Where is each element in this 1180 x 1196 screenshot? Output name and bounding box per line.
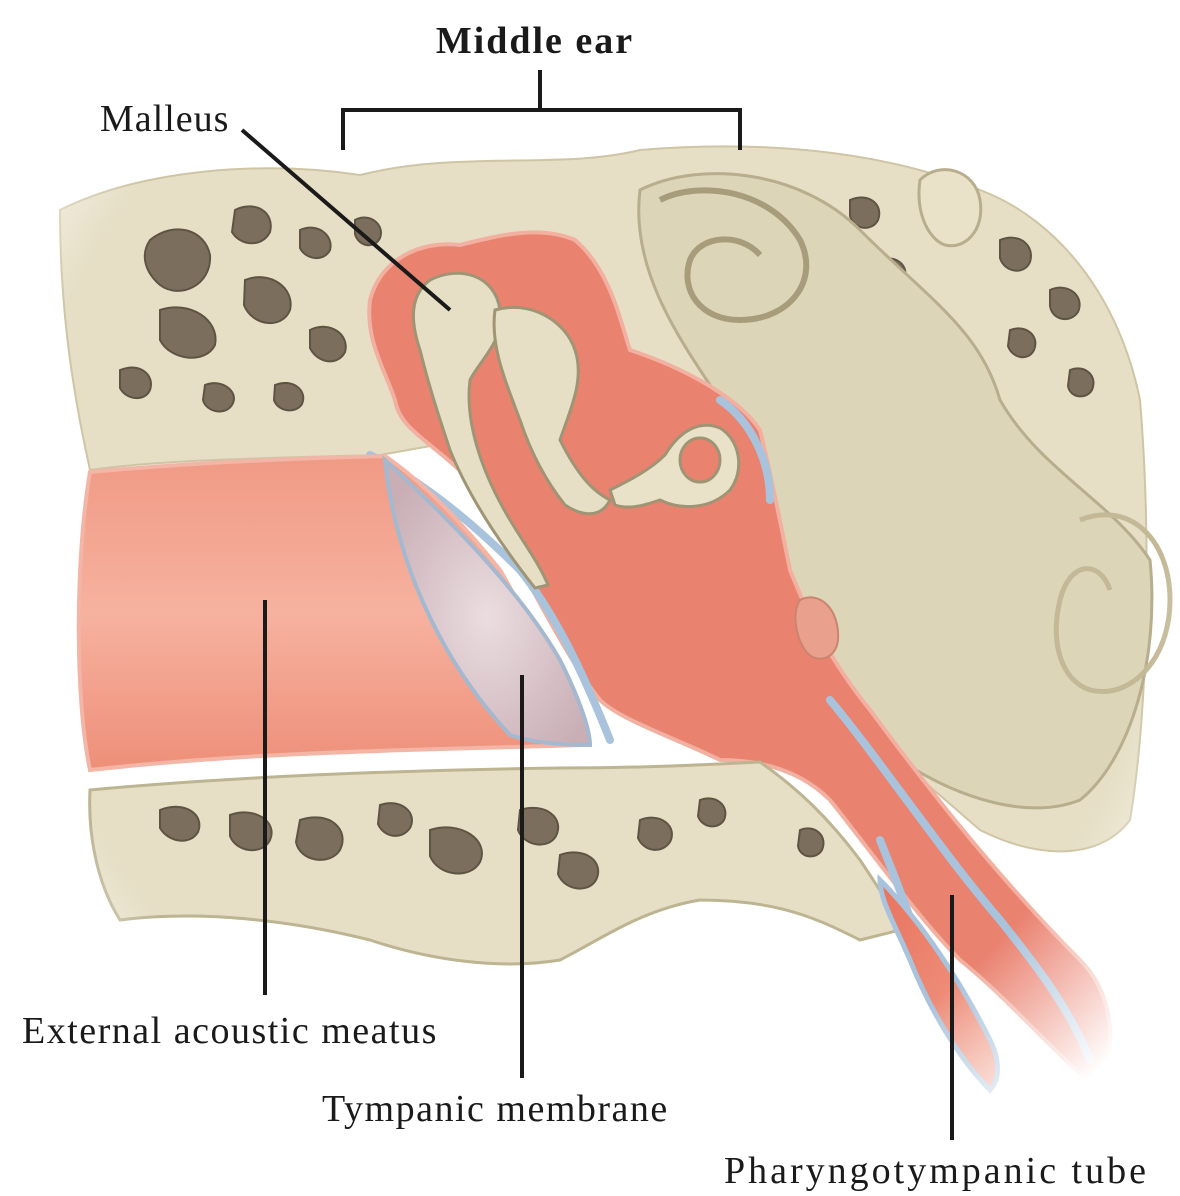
middle-ear-title: Middle ear (0, 22, 1070, 60)
pharyngotympanic-tube-label: Pharyngotympanic tube (724, 1152, 1149, 1190)
tympanic-membrane-label: Tympanic membrane (322, 1090, 669, 1128)
malleus-label: Malleus (100, 100, 229, 138)
external-acoustic-meatus-label: External acoustic meatus (22, 1012, 438, 1050)
